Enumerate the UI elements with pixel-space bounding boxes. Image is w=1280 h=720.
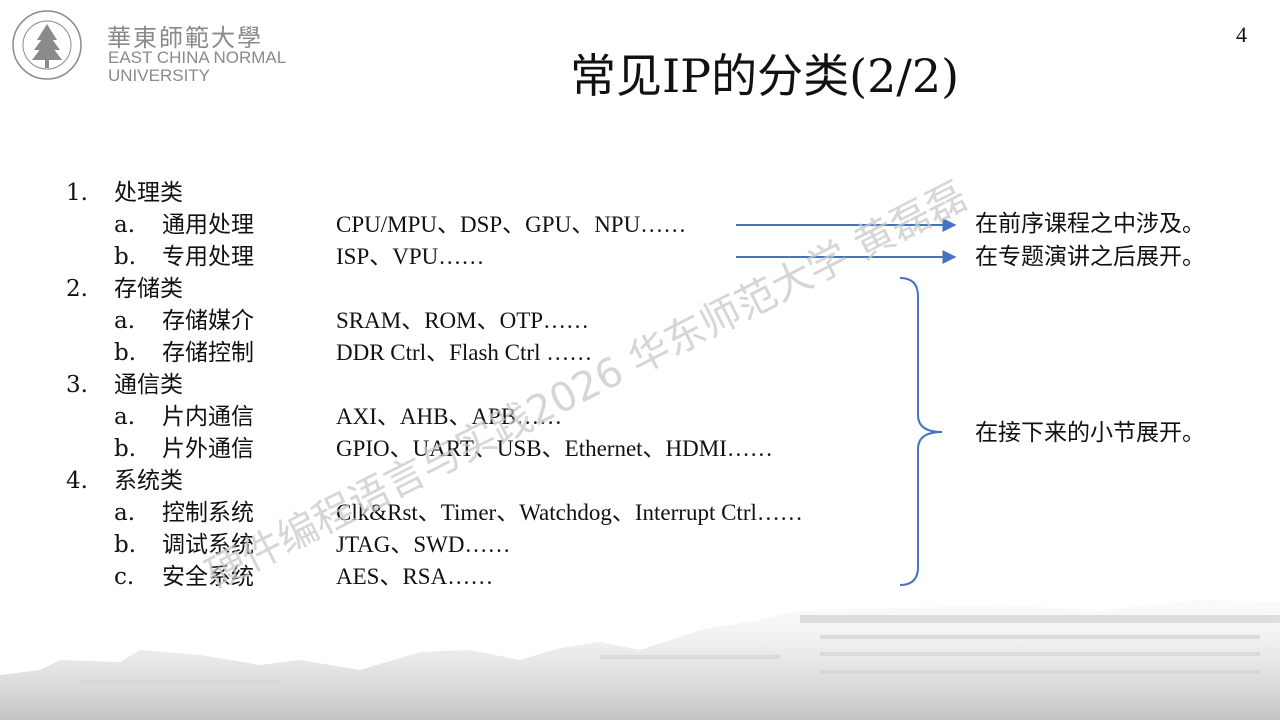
campus-buildings-background	[0, 600, 1280, 720]
sublist-letter: b.	[114, 340, 137, 366]
sublist-detail: ISP、VPU……	[336, 244, 485, 269]
logo-english-line2: UNIVERSITY	[108, 66, 211, 85]
list-label: 存储类	[114, 276, 183, 302]
sublist-label: 专用处理	[162, 244, 254, 270]
sublist-letter: b.	[114, 436, 137, 462]
sublist-label: 片外通信	[162, 436, 254, 462]
sublist-detail: DDR Ctrl、Flash Ctrl ……	[336, 340, 593, 365]
logo-english-line1: EAST CHINA NORMAL	[108, 48, 287, 67]
sublist-detail: CPU/MPU、DSP、GPU、NPU……	[336, 212, 687, 237]
sublist-letter: c.	[114, 564, 135, 590]
logo-chinese-name: 華東師範大學	[107, 24, 263, 52]
university-seal-icon	[12, 10, 82, 80]
sublist-letter: a.	[114, 212, 136, 238]
sublist-letter: b.	[114, 244, 137, 270]
sublist-label: 存储媒介	[162, 308, 254, 334]
sublist-detail: Clk&Rst、Timer、Watchdog、Interrupt Ctrl……	[336, 500, 803, 525]
sublist-detail: SRAM、ROM、OTP……	[336, 308, 590, 333]
sublist-letter: a.	[114, 308, 136, 334]
list-label: 通信类	[114, 372, 183, 398]
sublist-letter: a.	[114, 404, 136, 430]
sublist-detail: AXI、AHB、APB……	[336, 404, 563, 429]
sublist-label: 调试系统	[162, 532, 254, 558]
note-special: 在专题演讲之后展开。	[975, 244, 1205, 270]
note-general: 在前序课程之中涉及。	[975, 211, 1205, 237]
sublist-detail: AES、RSA……	[336, 564, 494, 589]
list-number: 2.	[66, 276, 88, 302]
university-logo: 華東師範大學 EAST CHINA NORMAL UNIVERSITY	[10, 8, 310, 85]
slide-title: 常见IP的分类(2/2)	[570, 49, 960, 103]
sublist-label: 存储控制	[162, 340, 254, 366]
note-rest: 在接下来的小节展开。	[975, 420, 1205, 446]
sublist-detail: JTAG、SWD……	[336, 532, 511, 557]
sublist-detail: GPIO、UART、USB、Ethernet、HDMI……	[336, 436, 773, 461]
sublist-label: 控制系统	[162, 500, 254, 526]
curly-brace	[899, 277, 943, 586]
sublist-letter: b.	[114, 532, 137, 558]
list-number: 4.	[66, 468, 88, 494]
sublist-label: 片内通信	[162, 404, 254, 430]
list-label: 系统类	[114, 468, 183, 494]
sublist-label: 通用处理	[162, 212, 254, 238]
sublist-letter: a.	[114, 500, 136, 526]
sublist-label: 安全系统	[162, 564, 254, 590]
list-number: 1.	[66, 180, 88, 206]
list-number: 3.	[66, 372, 88, 398]
page-number: 4	[1236, 22, 1247, 47]
list-label: 处理类	[114, 180, 183, 206]
